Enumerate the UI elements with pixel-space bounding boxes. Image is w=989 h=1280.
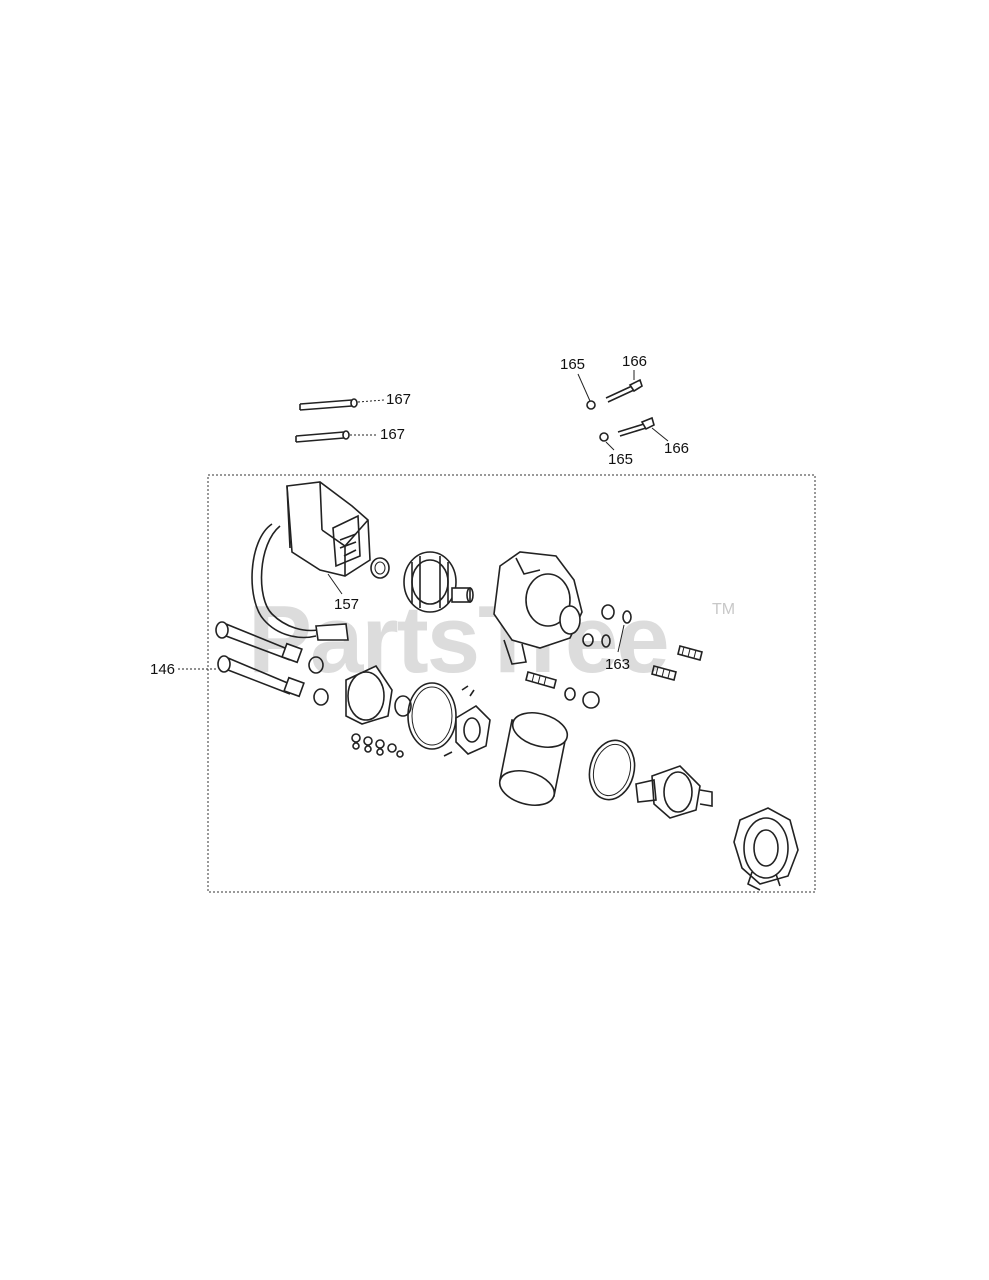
part-seal-ring[interactable] xyxy=(394,695,412,717)
part-o-ring-left-upper[interactable] xyxy=(308,656,324,674)
callout-165-lower: 165 xyxy=(608,451,633,468)
part-rear-end-cap[interactable] xyxy=(345,664,393,725)
part-commutator-end-frame[interactable] xyxy=(733,807,799,891)
part-large-o-ring-right[interactable] xyxy=(583,736,640,805)
part-163-washer-set[interactable] xyxy=(582,604,632,648)
callout-167-upper: 167 xyxy=(386,391,411,408)
part-threaded-stud-upper[interactable] xyxy=(677,645,703,661)
part-washer-center[interactable] xyxy=(564,687,600,709)
part-167-bolt-upper[interactable] xyxy=(299,398,385,411)
part-157-solenoid-relay[interactable] xyxy=(251,481,371,641)
part-brush-plate[interactable] xyxy=(443,685,491,757)
part-o-ring-small[interactable] xyxy=(370,557,390,579)
part-large-o-ring-left[interactable] xyxy=(407,682,457,750)
part-166-bolt-upper[interactable] xyxy=(605,378,643,403)
part-165-washer-upper[interactable] xyxy=(586,400,596,410)
part-166-bolt-lower[interactable] xyxy=(617,416,655,437)
watermark-trademark: TM xyxy=(712,601,735,618)
callout-166-upper: 166 xyxy=(622,353,647,370)
part-motor-housing-cylinder[interactable] xyxy=(496,707,572,811)
part-armature[interactable] xyxy=(635,765,713,819)
part-nut-set[interactable] xyxy=(351,733,404,758)
callout-163: 163 xyxy=(605,656,630,673)
part-threaded-stud-center[interactable] xyxy=(525,671,557,689)
part-146-through-bolt-upper[interactable] xyxy=(215,621,303,664)
part-o-ring-left-lower[interactable] xyxy=(313,688,329,706)
part-drive-end-housing[interactable] xyxy=(493,551,583,665)
callout-146: 146 xyxy=(150,661,175,678)
callout-165-upper: 165 xyxy=(560,356,585,373)
part-pinion-drive-gear[interactable] xyxy=(403,551,474,613)
part-165-washer-lower[interactable] xyxy=(599,432,609,442)
part-threaded-stud-lower[interactable] xyxy=(651,665,677,681)
callout-167-lower: 167 xyxy=(380,426,405,443)
callout-157: 157 xyxy=(334,596,359,613)
part-167-bolt-lower[interactable] xyxy=(295,430,378,443)
callout-166-lower: 166 xyxy=(664,440,689,457)
part-146-through-bolt-lower[interactable] xyxy=(217,655,305,698)
